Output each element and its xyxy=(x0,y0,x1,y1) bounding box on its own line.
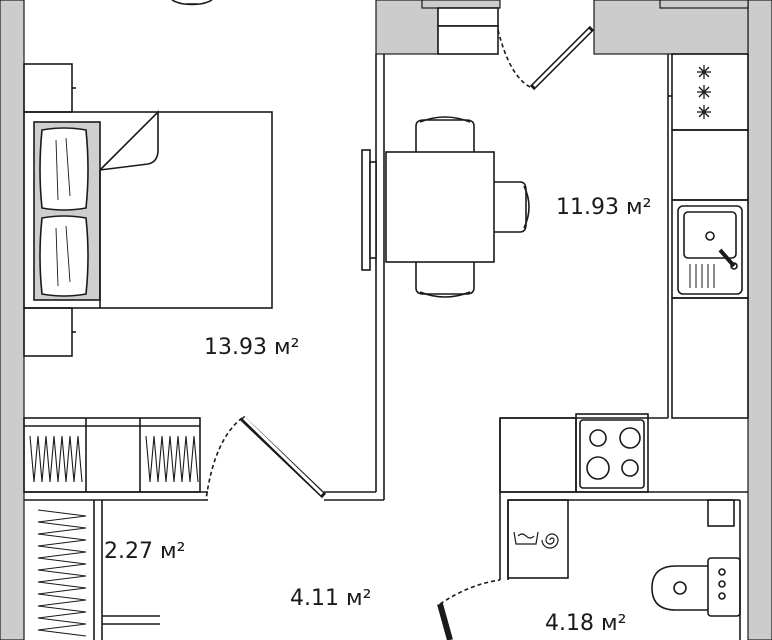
hob-marks xyxy=(697,65,711,119)
bedroom-area-label: 13.93 м² xyxy=(204,335,299,360)
chair-bottom xyxy=(415,262,475,298)
counter-mid-segment xyxy=(671,129,749,201)
dining-table xyxy=(385,151,495,263)
wall-tv-mount xyxy=(369,161,377,259)
washer-icon xyxy=(513,531,539,545)
counter-bottom-left xyxy=(499,417,577,493)
hall-area-label: 4.11 м² xyxy=(290,586,371,611)
snowflake-burner-icon xyxy=(697,85,711,99)
hangers-right xyxy=(145,435,199,483)
burner-large xyxy=(586,456,610,480)
top-wall-segment-right xyxy=(593,0,749,55)
nightstand-top xyxy=(23,63,73,113)
top-cabinet-upper xyxy=(437,7,499,27)
kitchen: 11.93 м² xyxy=(385,25,749,493)
hall: 4.11 м² xyxy=(290,586,371,611)
stove xyxy=(575,413,649,493)
toilet-flush-button xyxy=(718,580,726,588)
burner-small xyxy=(621,459,639,477)
sink-basin-outer xyxy=(677,205,743,295)
chair-top xyxy=(415,116,475,152)
pillow-bottom xyxy=(39,215,89,297)
nightstand-bottom xyxy=(23,307,73,357)
right-wall xyxy=(747,0,772,640)
left-wall xyxy=(0,0,25,640)
burner-large xyxy=(619,427,641,449)
toilet-drain xyxy=(673,581,687,595)
stove-top xyxy=(579,419,645,489)
bathroom-door-swing xyxy=(439,579,501,605)
pillows xyxy=(39,127,89,297)
toilet-bowl xyxy=(651,565,708,611)
bathroom: 4.18 м² xyxy=(437,499,741,640)
snowflake-burner-icon xyxy=(697,105,711,119)
closet-hangers xyxy=(37,509,87,637)
kitchen-area-label: 11.93 м² xyxy=(556,195,651,220)
wardrobe: 2.27 м² xyxy=(23,417,201,637)
toilet-flush-button xyxy=(718,592,726,600)
sink-drainboard xyxy=(689,264,715,288)
toilet-flush-button xyxy=(718,568,726,576)
bed xyxy=(23,111,273,309)
sink-basin xyxy=(683,211,737,259)
spiral-icon xyxy=(541,533,559,549)
sink-faucet-tip xyxy=(730,262,738,270)
top-wall-strip xyxy=(421,0,501,9)
bedroom-door-swing xyxy=(205,417,243,501)
burner-small xyxy=(589,429,607,447)
vent-shaft xyxy=(707,499,735,527)
bathroom-area-label: 4.18 м² xyxy=(545,611,626,636)
bedroom: 13.93 м² xyxy=(23,0,377,501)
top-cabinet-lower xyxy=(437,25,499,55)
wall-tv xyxy=(361,149,371,271)
bathroom-door xyxy=(437,603,453,640)
top-wall-cap xyxy=(659,0,749,9)
top-cabinet xyxy=(437,7,499,55)
snowflake-burner-icon xyxy=(697,65,711,79)
pillow-top xyxy=(39,127,89,211)
blanket-fold xyxy=(99,110,159,171)
toilet-tank xyxy=(707,557,741,617)
washing-machine xyxy=(507,499,569,579)
balcony-door-swing xyxy=(497,29,533,89)
hangers-left xyxy=(29,435,83,483)
closet-area-label: 2.27 м² xyxy=(104,539,185,564)
counter-lower-segment xyxy=(671,297,749,419)
wardrobe-body xyxy=(23,417,201,493)
chair-right xyxy=(494,181,530,233)
sink-drain xyxy=(705,231,715,241)
